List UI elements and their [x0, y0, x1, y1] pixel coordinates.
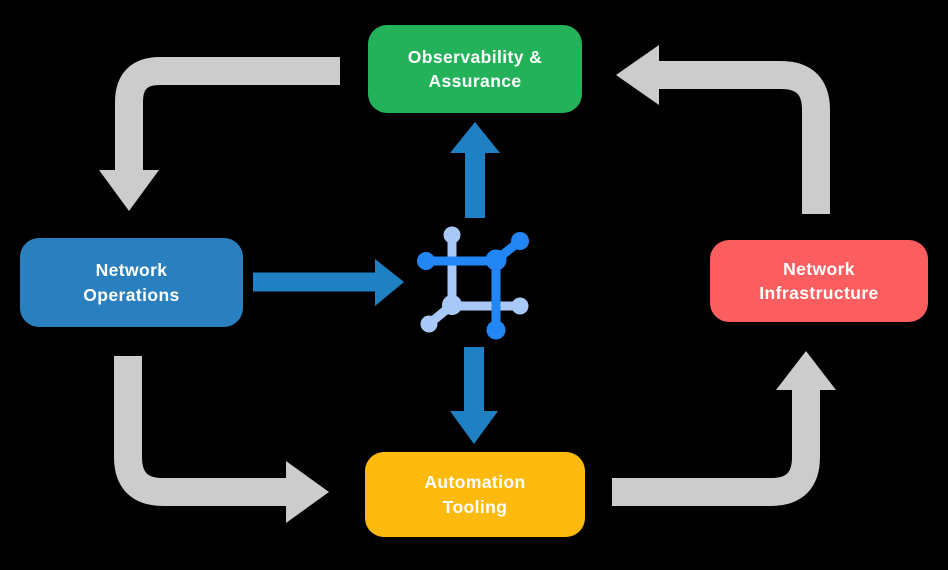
arrow-operations-to-automation — [114, 356, 329, 523]
arrow-head-right — [286, 461, 329, 523]
network-fabric-icon — [410, 220, 545, 355]
node-automation-tooling: Automation Tooling — [365, 452, 585, 537]
node-label-line: Tooling — [442, 496, 508, 517]
arrow-observability-to-operations — [99, 57, 340, 211]
arrow-center-to-observability — [450, 122, 500, 218]
node-label-line: Assurance — [428, 71, 522, 91]
icon-dark-branch — [417, 232, 529, 340]
node-label-line: Network — [783, 258, 855, 279]
arrow-infrastructure-to-observability — [616, 45, 830, 214]
arrow-head-down — [450, 411, 498, 444]
node-label-line: Automation — [424, 472, 526, 493]
node-label-line: Operations — [83, 284, 180, 305]
arrow-head-down — [99, 170, 159, 211]
node-observability-assurance: Observability & Assurance — [368, 25, 582, 113]
node-network-infrastructure: Network Infrastructure — [710, 240, 928, 322]
node-label-line: Infrastructure — [759, 283, 879, 303]
node-label-line: Observability & — [407, 46, 543, 67]
node-network-operations: Network Operations — [20, 238, 243, 327]
node-label-line: Network — [95, 260, 168, 281]
arrow-head-up — [450, 122, 500, 153]
arrow-automation-to-infrastructure — [612, 351, 836, 506]
icon-light-branch — [420, 226, 529, 333]
arrow-center-to-automation — [450, 347, 498, 444]
arrow-head-up — [776, 351, 836, 390]
arrow-head-right — [375, 259, 404, 306]
arrow-head-left — [616, 45, 659, 105]
arrow-operations-to-center — [253, 259, 404, 306]
